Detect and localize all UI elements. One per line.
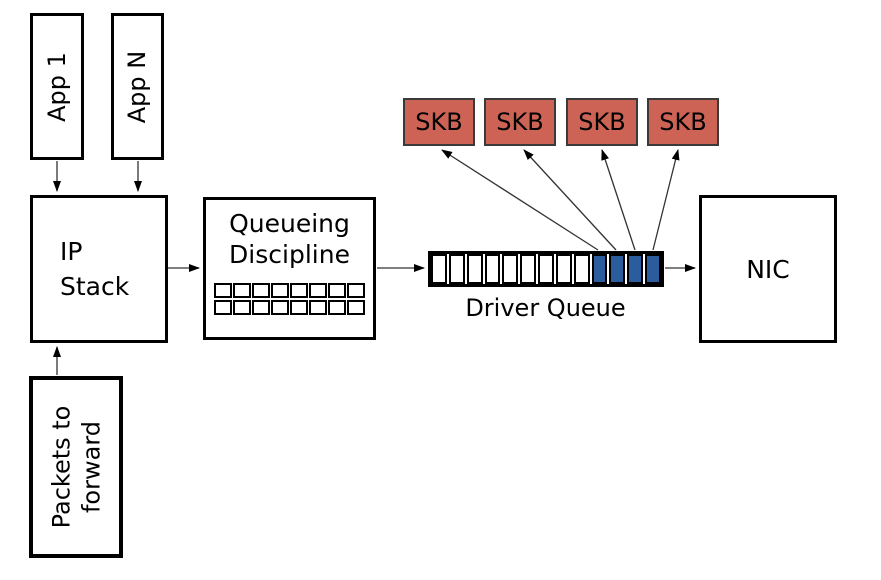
arrow-cell-to-skb2 (523, 149, 617, 251)
skb-label: SKB (415, 108, 463, 136)
qdisc-grid-cell (290, 282, 308, 298)
qdisc-grid-cell (347, 282, 365, 298)
nic-label: NIC (746, 254, 790, 284)
queue-cell-filled (645, 254, 661, 284)
skb-box-2: SKB (484, 98, 556, 146)
qdisc-grid-cell (290, 299, 308, 315)
qdisc-grid-row (214, 282, 365, 298)
queue-cell-filled (627, 254, 644, 284)
app1-label: App 1 (43, 51, 72, 122)
ip-stack-label: IP Stack (60, 237, 130, 301)
qdisc-grid-cell (309, 282, 327, 298)
qdisc-grid-cell (214, 282, 232, 298)
queueing-discipline-box: Queueing Discipline (203, 197, 376, 340)
qdisc-grid-cell (271, 282, 289, 298)
queue-cell-empty (484, 254, 501, 284)
skb-label: SKB (578, 108, 626, 136)
app1-box: App 1 (30, 13, 84, 160)
appn-label: App N (123, 50, 152, 123)
queue-cell-empty (431, 254, 447, 284)
qdisc-buffer-grid (214, 282, 365, 315)
driver-queue-label: Driver Queue (465, 294, 626, 322)
packets-to-forward-label: Packets to forward (47, 405, 105, 529)
appn-box: App N (111, 13, 164, 160)
queue-cell-filled (609, 254, 626, 284)
qdisc-grid-cell (328, 282, 346, 298)
qdisc-grid-cell (233, 299, 251, 315)
qdisc-grid-row (214, 299, 365, 315)
qdisc-grid-cell (252, 282, 270, 298)
skb-box-1: SKB (403, 98, 475, 146)
queue-cell-empty (466, 254, 483, 284)
queue-cell-empty (502, 254, 519, 284)
queueing-discipline-label: Queueing Discipline (229, 209, 350, 270)
skb-box-3: SKB (566, 98, 638, 146)
arrow-cell-to-skb3 (601, 149, 636, 251)
skb-box-4: SKB (647, 98, 719, 146)
qdisc-grid-cell (252, 299, 270, 315)
qdisc-grid-cell (233, 282, 251, 298)
queue-cell-empty (555, 254, 572, 284)
skb-label: SKB (659, 108, 707, 136)
qdisc-grid-cell (347, 299, 365, 315)
queue-cell-empty (538, 254, 554, 284)
qdisc-grid-cell (214, 299, 232, 315)
queue-cell-empty (520, 254, 537, 284)
ip-stack-box: IP Stack (30, 195, 168, 343)
queue-cell-empty (573, 254, 590, 284)
queue-cell-filled (591, 254, 608, 284)
qdisc-grid-cell (309, 299, 327, 315)
queue-cell-empty (448, 254, 465, 284)
driver-queue (428, 251, 664, 287)
qdisc-grid-cell (271, 299, 289, 315)
arrow-cell-to-skb1 (441, 149, 599, 251)
nic-box: NIC (699, 195, 837, 343)
packets-to-forward-box: Packets to forward (29, 376, 123, 558)
skb-label: SKB (496, 108, 544, 136)
qdisc-grid-cell (328, 299, 346, 315)
arrow-cell-to-skb4 (652, 149, 680, 251)
